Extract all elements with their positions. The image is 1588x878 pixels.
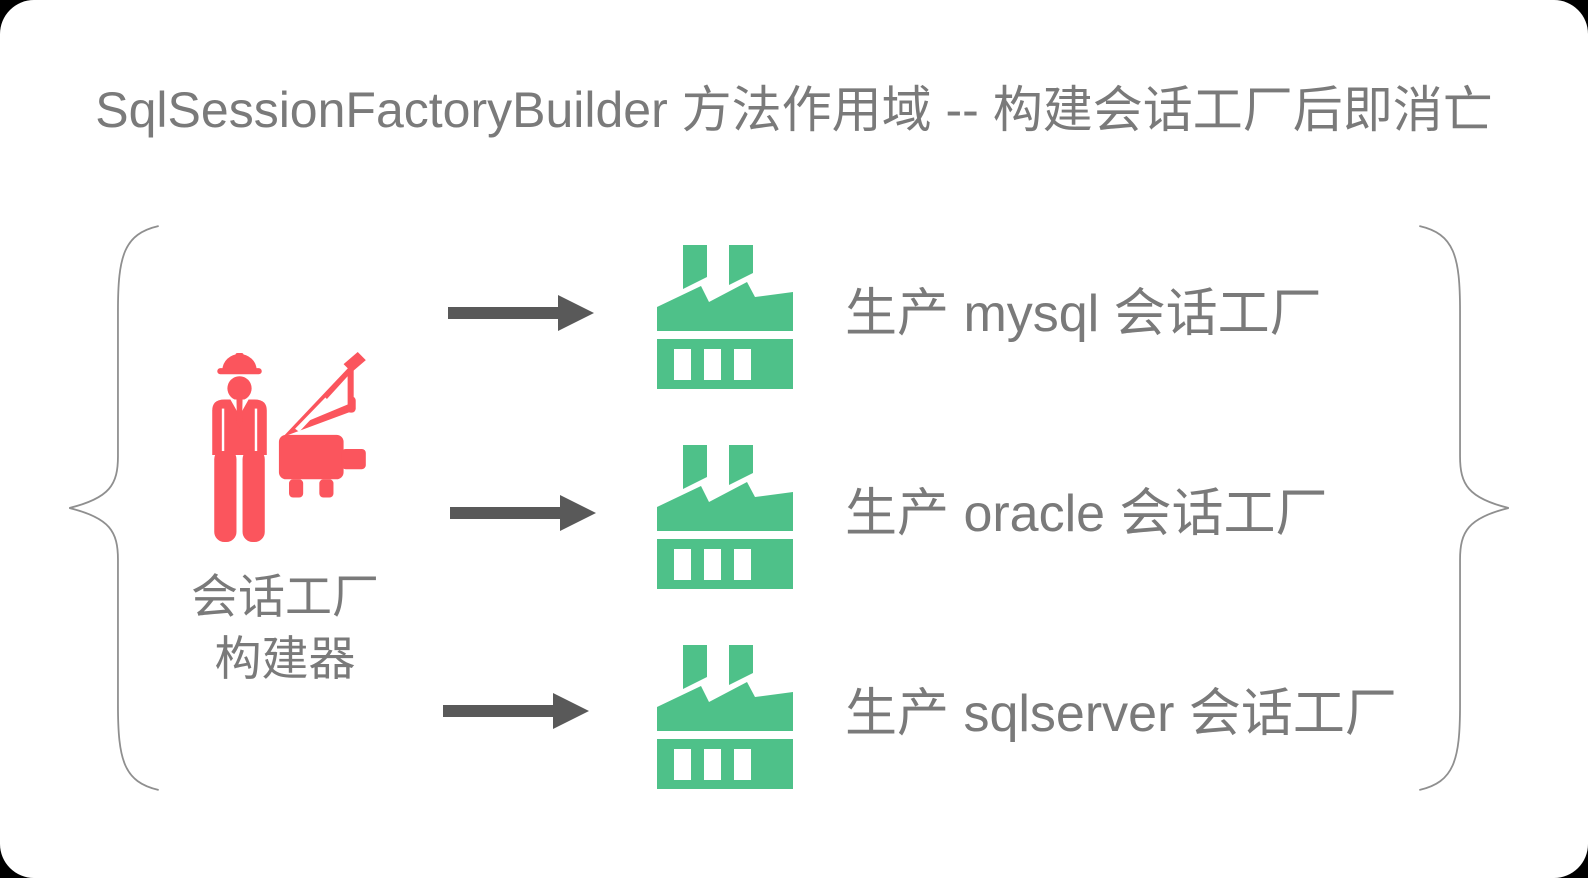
builder-label-line1: 会话工厂 [191, 570, 379, 623]
factory-icon [657, 445, 793, 589]
arrow-shaft [450, 507, 562, 519]
row-label: 生产 oracle 会话工厂 [845, 485, 1328, 543]
row-label: 生产 sqlserver 会话工厂 [845, 685, 1397, 743]
builder-label-line2: 构建器 [214, 632, 356, 685]
arrow-head [558, 295, 594, 331]
arrow-head [553, 693, 589, 729]
arrow-icon [448, 295, 594, 331]
left-brace [69, 225, 159, 791]
arrow-shaft [448, 307, 560, 319]
factory-icon [657, 645, 793, 789]
arrow-icon [443, 693, 589, 729]
arrow-head [560, 495, 596, 531]
row-label: 生产 mysql 会话工厂 [845, 285, 1322, 343]
arrow-icon [450, 495, 596, 531]
page-title: SqlSessionFactoryBuilder 方法作用域 -- 构建会话工厂… [95, 82, 1493, 138]
worker-crane-icon [212, 352, 366, 542]
factory-icon [657, 245, 793, 389]
builder-label: 会话工厂 构建器 [130, 566, 440, 690]
right-brace [1419, 225, 1509, 791]
arrow-shaft [443, 705, 555, 717]
